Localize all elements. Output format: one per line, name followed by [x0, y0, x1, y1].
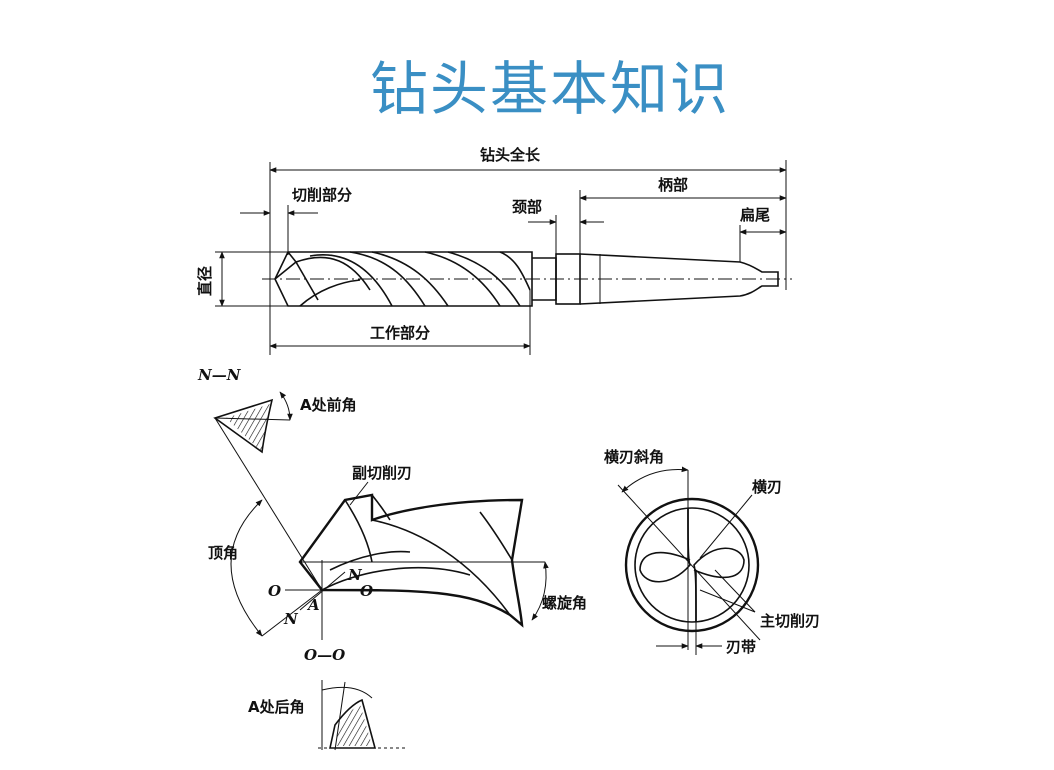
- margin-label: 刃带: [726, 638, 756, 656]
- tang-label: 扁尾: [740, 206, 770, 224]
- diameter-label: 直径: [196, 266, 214, 296]
- chisel-edge-label: 横刃: [752, 478, 782, 496]
- page-title: 钻头基本知识: [369, 55, 730, 123]
- n-bottom-label: N: [283, 610, 299, 628]
- clearance-angle-label: A处后角: [248, 698, 305, 716]
- drill-body: [262, 251, 792, 307]
- chisel-angle-label: 横刃斜角: [604, 448, 664, 466]
- cutting-part-label: 切削部分: [292, 186, 352, 204]
- end-view: 横刃斜角 横刃 主切削刃 刃带: [604, 448, 820, 656]
- inner-circle: [634, 507, 750, 623]
- n-top-label: N: [347, 566, 363, 584]
- helix-angle-arc: [531, 561, 549, 621]
- side-view: 钻头全长 柄部 切削部分 颈部 扁尾 工作部分 直径: [196, 146, 792, 355]
- chisel-angle-arc: [621, 466, 689, 493]
- point-a-label: A: [306, 596, 320, 614]
- point-angle-arc: [230, 499, 263, 637]
- rake-angle-label: A处前角: [300, 396, 357, 414]
- helix-angle-label: 螺旋角: [542, 594, 587, 612]
- minor-edge-label: 副切削刃: [352, 464, 412, 482]
- oo-section-wedge: [318, 680, 405, 751]
- tip-view: N—N A处前角 顶角 副切削刃 螺: [197, 366, 587, 751]
- section-nn-label: N—N: [197, 366, 242, 384]
- section-oo-label: O—O: [304, 646, 345, 664]
- drill-tip: [298, 493, 524, 628]
- point-angle-label: 顶角: [208, 544, 238, 562]
- o-right-label: O: [360, 582, 373, 600]
- main-edge-label: 主切削刃: [760, 612, 820, 630]
- outer-circle: [624, 497, 760, 633]
- nn-section-wedge: [213, 391, 293, 454]
- overall-length-label: 钻头全长: [480, 146, 541, 164]
- shank-label: 柄部: [658, 176, 688, 194]
- neck-label: 颈部: [511, 198, 542, 216]
- o-left-label: O: [268, 582, 281, 600]
- working-part-label: 工作部分: [370, 324, 430, 342]
